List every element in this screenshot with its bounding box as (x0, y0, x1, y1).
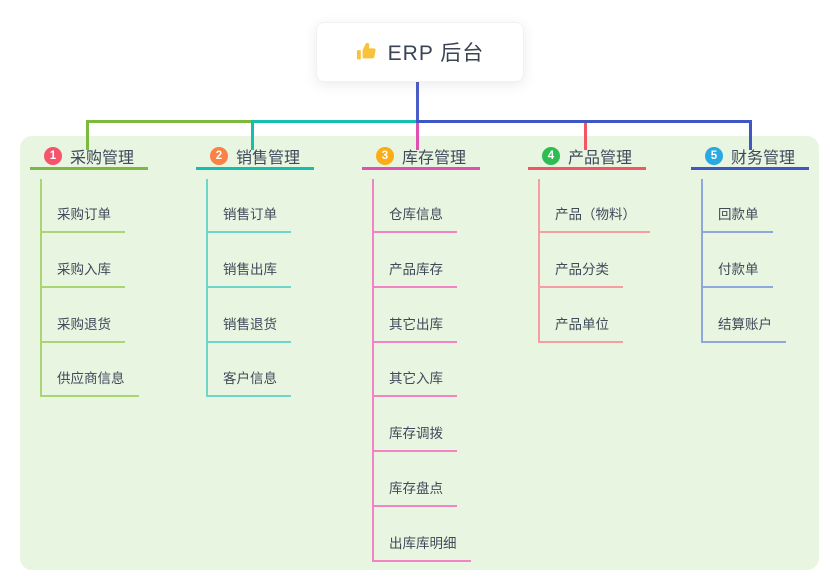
child-node-label: 结算账户 (718, 317, 772, 332)
child-node-label: 库存调拨 (389, 426, 443, 441)
branch-2-child-node[interactable]: 销售退货 (206, 301, 291, 343)
branch-4-header[interactable]: 4 产品管理 (528, 146, 646, 170)
branch-3-child-node[interactable]: 产品库存 (372, 246, 457, 288)
hbar-segment-blue (416, 120, 752, 123)
thumbs-up-icon (356, 41, 378, 63)
branch-4-child-node[interactable]: 产品分类 (538, 246, 623, 288)
branch-2-child-node[interactable]: 销售订单 (206, 191, 291, 233)
branch-4-drop-connector (584, 123, 587, 150)
child-node-label: 销售出库 (223, 262, 277, 277)
branch-3-child-node[interactable]: 其它出库 (372, 301, 457, 343)
branch-5-number-badge: 5 (705, 146, 723, 165)
branch-5-title: 财务管理 (731, 149, 796, 167)
branch-1-drop-connector (86, 123, 89, 150)
child-node-label: 销售退货 (223, 317, 277, 332)
branch-4-number-badge: 4 (542, 146, 560, 165)
branch-5-child-node[interactable]: 付款单 (701, 246, 773, 288)
child-node-label: 仓库信息 (389, 207, 443, 222)
child-node-label: 客户信息 (223, 371, 277, 386)
child-node-label: 采购入库 (57, 262, 111, 277)
branches-panel (20, 136, 819, 570)
root-node[interactable]: ERP 后台 (316, 22, 524, 82)
child-node-label: 采购退货 (57, 317, 111, 332)
branch-1-child-node[interactable]: 采购退货 (40, 301, 125, 343)
branch-2-drop-connector (251, 123, 254, 150)
child-node-label: 出库库明细 (389, 536, 457, 551)
branch-3-child-node[interactable]: 出库库明细 (372, 520, 471, 562)
child-node-label: 回款单 (718, 207, 759, 222)
branch-1-number-badge: 1 (44, 146, 62, 165)
root-title: ERP 后台 (387, 42, 485, 65)
child-node-label: 产品分类 (555, 262, 609, 277)
branch-4-title: 产品管理 (568, 149, 633, 167)
branch-3-child-node[interactable]: 仓库信息 (372, 191, 457, 233)
branch-3-number-badge: 3 (376, 146, 394, 165)
branch-3-child-spine (372, 179, 374, 562)
branch-1-child-node[interactable]: 采购入库 (40, 246, 125, 288)
branch-4-child-spine (538, 179, 540, 343)
branch-4-child-node[interactable]: 产品（物料） (538, 191, 650, 233)
branch-4-child-node[interactable]: 产品单位 (538, 301, 623, 343)
branch-5-child-spine (701, 179, 703, 343)
branch-2-child-node[interactable]: 客户信息 (206, 355, 291, 397)
child-node-label: 产品单位 (555, 317, 609, 332)
child-node-label: 库存盘点 (389, 481, 443, 496)
branch-1-child-node[interactable]: 采购订单 (40, 191, 125, 233)
branch-2-header[interactable]: 2 销售管理 (196, 146, 314, 170)
branch-3-child-node[interactable]: 其它入库 (372, 355, 457, 397)
branch-5-header[interactable]: 5 财务管理 (691, 146, 809, 170)
branch-2-child-node[interactable]: 销售出库 (206, 246, 291, 288)
branch-3-title: 库存管理 (402, 149, 467, 167)
branch-1-header[interactable]: 1 采购管理 (30, 146, 148, 170)
branch-2-number-badge: 2 (210, 146, 228, 165)
child-node-label: 销售订单 (223, 207, 277, 222)
child-node-label: 产品库存 (389, 262, 443, 277)
child-node-label: 其它出库 (389, 317, 443, 332)
branch-1-title: 采购管理 (70, 149, 135, 167)
branch-3-child-node[interactable]: 库存盘点 (372, 465, 457, 507)
branch-2-child-spine (206, 179, 208, 397)
child-node-label: 供应商信息 (57, 371, 125, 386)
child-node-label: 付款单 (718, 262, 759, 277)
branch-1-child-spine (40, 179, 42, 397)
branch-5-drop-connector (749, 123, 752, 150)
child-node-label: 采购订单 (57, 207, 111, 222)
branch-5-child-node[interactable]: 结算账户 (701, 301, 786, 343)
branch-1-child-node[interactable]: 供应商信息 (40, 355, 139, 397)
hbar-segment-green (86, 120, 251, 123)
child-node-label: 其它入库 (389, 371, 443, 386)
branch-5-child-node[interactable]: 回款单 (701, 191, 773, 233)
child-node-label: 产品（物料） (555, 207, 636, 222)
branch-3-header[interactable]: 3 库存管理 (362, 146, 480, 170)
branch-3-drop-connector (416, 123, 419, 150)
branch-2-title: 销售管理 (236, 149, 301, 167)
root-trunk-connector (416, 82, 419, 123)
hbar-segment-teal (251, 120, 416, 123)
branch-3-child-node[interactable]: 库存调拨 (372, 410, 457, 452)
